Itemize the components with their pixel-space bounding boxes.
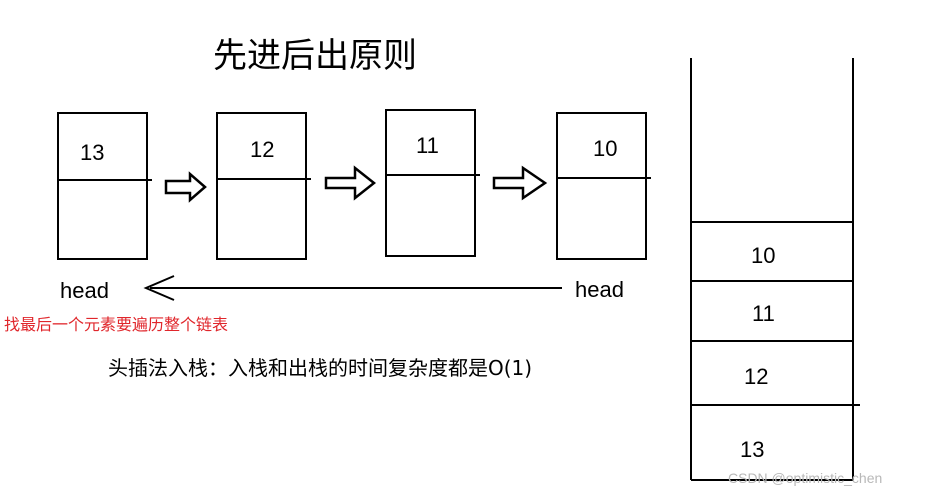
node-divider [57, 179, 152, 181]
stack-item-12: 12 [744, 364, 769, 389]
node-value: 12 [250, 137, 275, 162]
diagram-title: 先进后出原则 [213, 36, 417, 76]
list-node-10: 10 [556, 112, 651, 260]
head-arrow-tip [143, 275, 175, 301]
list-node-12: 12 [216, 112, 311, 260]
traverse-note: 找最后一个元素要遍历整个链表 [4, 315, 229, 334]
node-value: 11 [416, 133, 439, 158]
node-divider [556, 177, 651, 179]
watermark: CSDN @optimistic_chen [728, 470, 883, 486]
head-label-left: head [60, 278, 109, 303]
stack-item-11: 11 [752, 301, 775, 326]
hollow-arrow-1 [164, 171, 207, 203]
head-insert-note: 头插法入栈：入栈和出栈的时间复杂度都是O(1) [108, 356, 533, 380]
list-node-11: 11 [385, 109, 480, 257]
hollow-arrow-3 [492, 165, 548, 201]
head-label-right: head [575, 277, 624, 302]
hollow-arrow-2 [324, 165, 377, 201]
list-node-13: 13 [57, 112, 152, 260]
node-value: 13 [80, 140, 105, 165]
stack-item-13: 13 [740, 437, 765, 462]
node-value: 10 [593, 136, 618, 161]
node-divider [216, 178, 311, 180]
stack-item-10: 10 [751, 243, 776, 268]
node-divider [385, 174, 480, 176]
